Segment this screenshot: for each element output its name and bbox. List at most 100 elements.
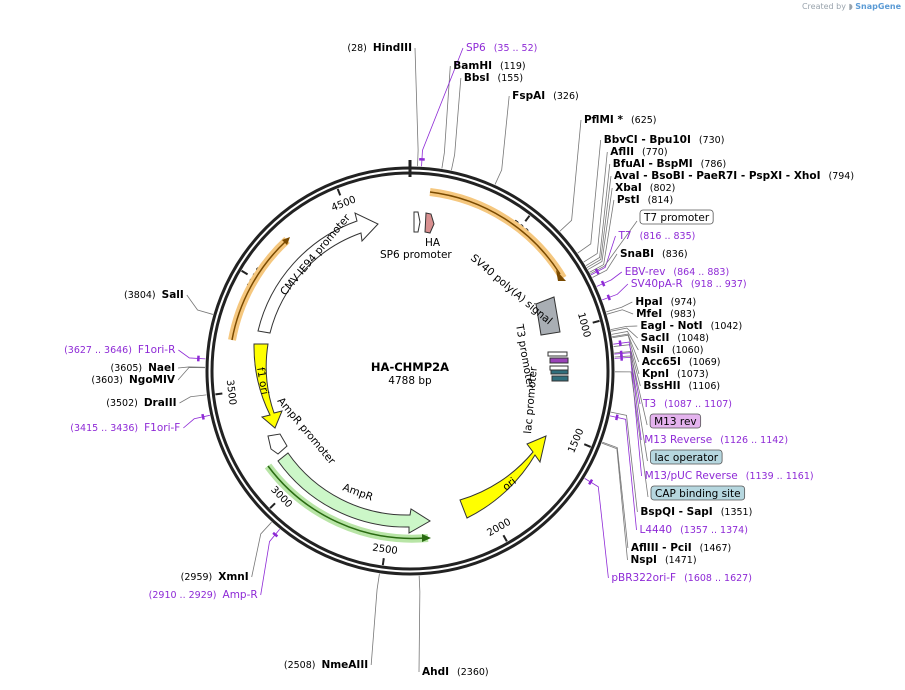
leader-line [612, 333, 640, 363]
site-bsshii: BssHII(1106) [643, 380, 720, 392]
feature-label-sp6-promoter: SP6 promoter [380, 249, 452, 261]
site-name: AflIII - PciI [631, 542, 692, 554]
feature-label-ha: HA [425, 237, 441, 249]
leader-line [421, 47, 464, 167]
box-label-cap-binding-site: CAP binding site [650, 485, 746, 501]
primer-mark [201, 413, 205, 420]
primer-sp6: SP6(35 .. 52) [419, 42, 538, 161]
f1-ori-arrow [253, 343, 283, 429]
primer-ebv-rev: EBV-rev(864 .. 883) [600, 266, 729, 287]
site-name: SalI [162, 289, 184, 301]
lac-promoter-box [549, 365, 569, 371]
primer-name: M13 Reverse [644, 434, 712, 446]
leader-line [418, 575, 421, 673]
site-nmeaiii: NmeAIII(2508) [284, 659, 368, 671]
site-position: (1048) [677, 333, 709, 344]
primer-position: (1087 .. 1107) [664, 399, 732, 410]
site-position: (1467) [700, 543, 732, 554]
snapgene-credit: Created by ◗ SnapGene [802, 2, 901, 11]
site-name: SnaBI [620, 248, 654, 260]
leader-line [585, 163, 611, 267]
box-frame [650, 485, 746, 501]
site-psti: PstI(814) [617, 194, 673, 206]
site-bbsi: BbsI(155) [464, 72, 523, 84]
primer-position: (864 .. 883) [673, 267, 729, 278]
leader-line [589, 199, 615, 273]
ampr-region-arc [267, 465, 426, 540]
primer-f1ori-r: F1ori-R(3627 .. 3646) [64, 344, 200, 362]
leader-line [606, 309, 634, 315]
site-naei: NaeI (3605) [111, 362, 176, 374]
site-position: (1106) [688, 381, 720, 392]
site-name: Acc65I [642, 356, 681, 368]
site-bbvci-bpu10i: BbvCI - Bpu10I(730) [604, 134, 725, 146]
site-acc65i: Acc65I (1069) [642, 356, 721, 368]
ori-arrow [459, 435, 547, 519]
tick-mark [215, 392, 223, 396]
tick-mark [269, 502, 276, 509]
m13-rev-box [549, 357, 569, 364]
leader-lines [177, 47, 649, 673]
leader-line [586, 175, 612, 268]
primer-f1ori-f: F1ori-F(3415 .. 3436) [70, 413, 205, 434]
tick-label: 1000 [575, 311, 592, 338]
site-name: NsiI [641, 344, 664, 356]
primer-name: Amp-R [223, 589, 258, 601]
site-position: (3502) [106, 398, 138, 409]
site-sacii: SacII (1048) [641, 332, 709, 344]
box-label-m13-rev: M13 rev [649, 413, 702, 429]
leader-line [414, 47, 419, 167]
site-position: (983) [670, 309, 696, 320]
site-position: (2508) [284, 660, 316, 671]
lac-operator-box [550, 369, 569, 375]
primer-name: pBR322ori-F [611, 572, 676, 584]
site-position: (326) [553, 91, 579, 102]
site-position: (625) [631, 115, 657, 126]
site-afliii-pcii: AflIII - PciI (1467) [631, 542, 731, 554]
primer-position: (1139 .. 1161) [746, 471, 814, 482]
tick-label: 1500 [566, 427, 586, 455]
site-name: SacII [641, 332, 670, 344]
ampr-promoter-arrow [267, 433, 288, 455]
primer-position: (3627 .. 3646) [64, 345, 132, 356]
primer-position: (918 .. 937) [691, 279, 747, 290]
primer-position: (2910 .. 2929) [149, 590, 217, 601]
feature-label-f1-ori: f1 ori [254, 366, 271, 395]
site-mfei: MfeI(983) [636, 308, 696, 320]
leader-line [451, 77, 462, 171]
feature-label-ampr: AmpR [341, 482, 375, 504]
site-position: (2959) [181, 572, 213, 583]
primer-position: (816 .. 835) [640, 231, 696, 242]
primer-position: (35 .. 52) [494, 43, 538, 54]
box-text: M13 rev [654, 416, 697, 428]
leader-line [601, 442, 628, 561]
snapgene-logo-icon: ◗ [848, 2, 853, 11]
site-position: (1351) [721, 507, 753, 518]
site-name: AflII [610, 146, 634, 158]
leader-line [609, 415, 637, 531]
leader-line [178, 349, 206, 360]
site-position: (155) [498, 73, 524, 84]
box-frame [649, 413, 702, 429]
primer-l4440: L4440(1357 .. 1374) [615, 414, 748, 536]
plasmid-name: HA-CHMP2A [371, 360, 449, 374]
ampr-arrow [277, 452, 431, 534]
site-name: NaeI [148, 362, 175, 374]
leader-line [583, 151, 608, 263]
leader-line [183, 414, 210, 429]
site-position: (786) [701, 159, 727, 170]
site-position: (1073) [677, 369, 709, 380]
primer-pbr322ori-f: pBR322ori-F(1608 .. 1627) [588, 478, 752, 584]
site-position: (3605) [111, 363, 143, 374]
primer-name: F1ori-F [144, 422, 180, 434]
site-name: DraIII [144, 397, 177, 409]
site-position: (1069) [689, 357, 721, 368]
tick-mark [241, 269, 249, 276]
site-position: (1471) [665, 555, 697, 566]
leader-line [614, 371, 649, 498]
expression-region-arc [429, 191, 561, 275]
primer-mark [600, 280, 606, 287]
site-ngomiv: NgoMIV(3603) [91, 374, 175, 386]
site-position: (2360) [457, 667, 489, 678]
